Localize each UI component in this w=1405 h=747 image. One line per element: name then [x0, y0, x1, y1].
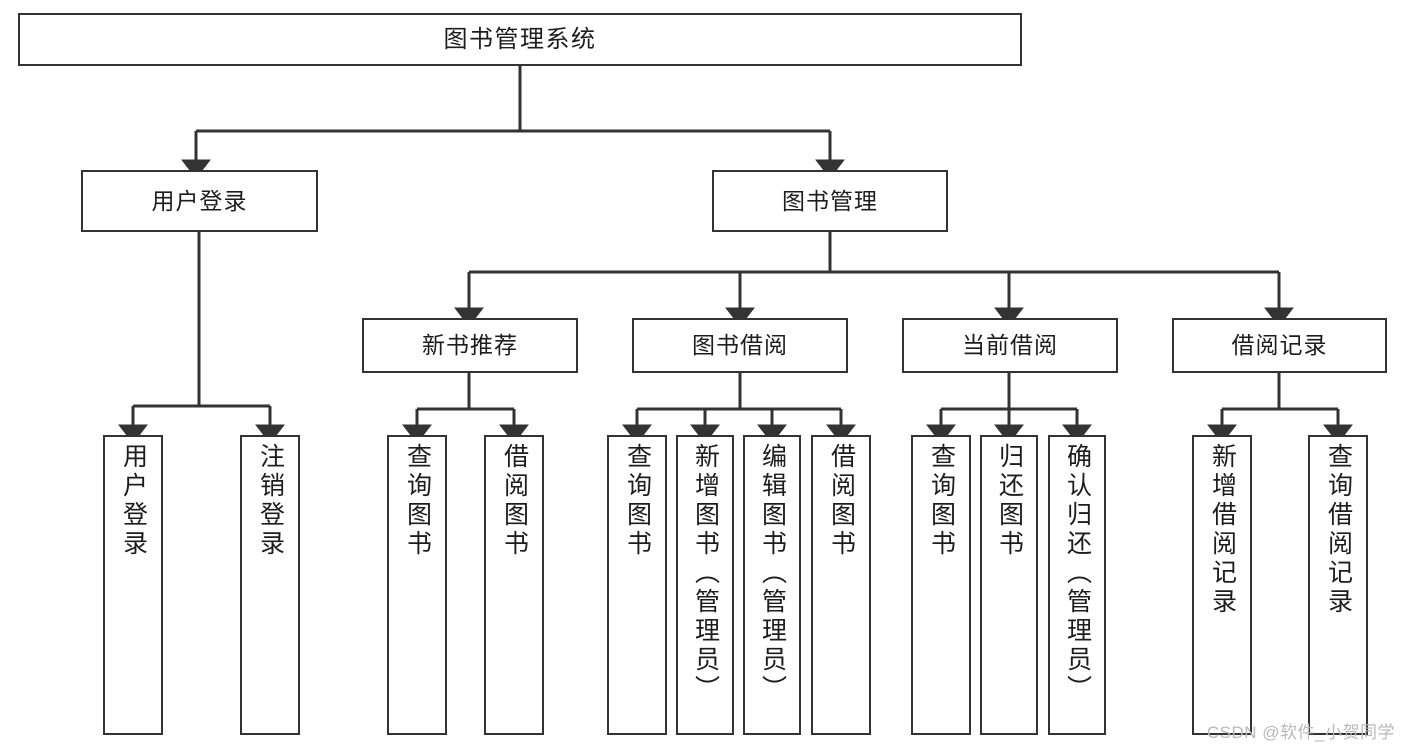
node-label: 确认归还（管理员） [1063, 443, 1092, 704]
node-label: 新增图书（管理员） [691, 443, 720, 704]
leaf-add-book[interactable]: 新增图书（管理员） [676, 435, 734, 735]
node-label: 新增借阅记录 [1208, 443, 1237, 617]
node-current-borrow[interactable]: 当前借阅 [902, 318, 1118, 373]
leaf-add-record[interactable]: 新增借阅记录 [1192, 435, 1252, 735]
node-label: 查询图书 [623, 443, 652, 559]
node-label: 当前借阅 [962, 332, 1058, 359]
node-label: 借阅记录 [1231, 332, 1328, 359]
leaf-confirm-return[interactable]: 确认归还（管理员） [1048, 435, 1106, 735]
node-label: 用户登录 [151, 187, 248, 214]
leaf-borrow-book-1[interactable]: 借阅图书 [484, 435, 544, 735]
node-label: 归还图书 [995, 443, 1024, 559]
node-label: 查询图书 [403, 443, 432, 559]
leaf-user-login[interactable]: 用户登录 [103, 435, 163, 735]
node-label: 图书管理系统 [443, 25, 597, 53]
node-new-book-recommend[interactable]: 新书推荐 [362, 318, 578, 373]
node-label: 图书管理 [782, 187, 878, 214]
leaf-query-record[interactable]: 查询借阅记录 [1308, 435, 1368, 735]
leaf-return-book[interactable]: 归还图书 [980, 435, 1038, 735]
node-label: 借阅图书 [827, 443, 856, 559]
node-borrow-record[interactable]: 借阅记录 [1172, 318, 1387, 373]
leaf-query-book-1[interactable]: 查询图书 [387, 435, 447, 735]
node-label: 编辑图书（管理员） [758, 443, 787, 704]
node-label: 新书推荐 [422, 332, 518, 359]
node-label: 查询图书 [927, 443, 956, 559]
leaf-edit-book[interactable]: 编辑图书（管理员） [743, 435, 801, 735]
node-root-book-management-system[interactable]: 图书管理系统 [18, 13, 1022, 66]
node-label: 查询借阅记录 [1324, 443, 1353, 617]
node-label: 用户登录 [119, 443, 148, 559]
csdn-watermark: CSDN @软件_小贺同学 [1206, 723, 1395, 742]
node-book-manage[interactable]: 图书管理 [712, 170, 948, 232]
leaf-query-book-2[interactable]: 查询图书 [607, 435, 667, 735]
node-user-login[interactable]: 用户登录 [81, 170, 318, 232]
leaf-borrow-book-2[interactable]: 借阅图书 [811, 435, 871, 735]
node-book-borrow[interactable]: 图书借阅 [632, 318, 848, 373]
leaf-query-book-3[interactable]: 查询图书 [911, 435, 971, 735]
node-label: 注销登录 [256, 443, 285, 559]
node-label: 图书借阅 [692, 332, 788, 359]
leaf-logout-login[interactable]: 注销登录 [240, 435, 300, 735]
node-label: 借阅图书 [500, 443, 529, 559]
